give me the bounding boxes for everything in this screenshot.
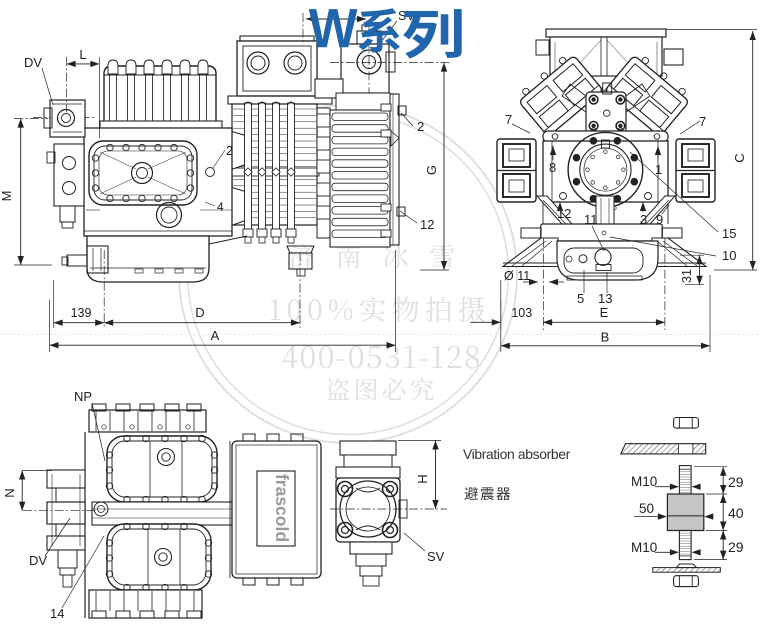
svg-text:Vibration absorber: Vibration absorber bbox=[463, 446, 571, 462]
svg-text:7: 7 bbox=[699, 114, 706, 129]
svg-text:A: A bbox=[211, 328, 220, 343]
svg-text:M10: M10 bbox=[631, 474, 657, 489]
svg-text:5: 5 bbox=[577, 291, 584, 306]
svg-text:14: 14 bbox=[50, 606, 64, 621]
svg-text:Ø 11: Ø 11 bbox=[504, 269, 530, 283]
svg-text:50: 50 bbox=[639, 501, 654, 516]
svg-text:8: 8 bbox=[549, 160, 556, 175]
svg-text:N: N bbox=[2, 488, 17, 497]
svg-text:29: 29 bbox=[728, 474, 744, 490]
svg-text:7: 7 bbox=[505, 112, 512, 127]
svg-text:L: L bbox=[79, 47, 86, 62]
svg-text:G: G bbox=[424, 165, 439, 175]
svg-text:15: 15 bbox=[722, 226, 736, 241]
svg-text:31: 31 bbox=[680, 269, 694, 283]
svg-text:40: 40 bbox=[728, 505, 744, 521]
svg-text:12: 12 bbox=[420, 217, 434, 232]
svg-text:1: 1 bbox=[655, 162, 662, 177]
svg-text:C: C bbox=[732, 153, 747, 162]
svg-text:9: 9 bbox=[656, 212, 663, 227]
svg-text:2: 2 bbox=[226, 144, 233, 158]
svg-text:DV: DV bbox=[29, 553, 47, 568]
svg-text:M: M bbox=[0, 191, 14, 202]
svg-text:11: 11 bbox=[584, 212, 598, 227]
svg-text:29: 29 bbox=[728, 539, 744, 555]
svg-text:2: 2 bbox=[417, 119, 424, 134]
svg-text:H: H bbox=[415, 474, 430, 483]
svg-text:D: D bbox=[195, 305, 204, 320]
svg-text:DV: DV bbox=[24, 55, 42, 70]
svg-text:13: 13 bbox=[598, 291, 612, 306]
svg-text:4: 4 bbox=[217, 200, 224, 214]
svg-text:frascold: frascold bbox=[272, 474, 292, 542]
svg-text:B: B bbox=[601, 330, 610, 345]
svg-text:E: E bbox=[600, 305, 609, 320]
svg-text:NP: NP bbox=[74, 389, 92, 404]
svg-text:139: 139 bbox=[71, 306, 92, 320]
svg-text:10: 10 bbox=[722, 248, 736, 263]
svg-text:3: 3 bbox=[640, 212, 647, 227]
svg-text:103: 103 bbox=[511, 306, 532, 320]
svg-text:M10: M10 bbox=[631, 540, 657, 555]
svg-text:SV: SV bbox=[427, 549, 445, 564]
